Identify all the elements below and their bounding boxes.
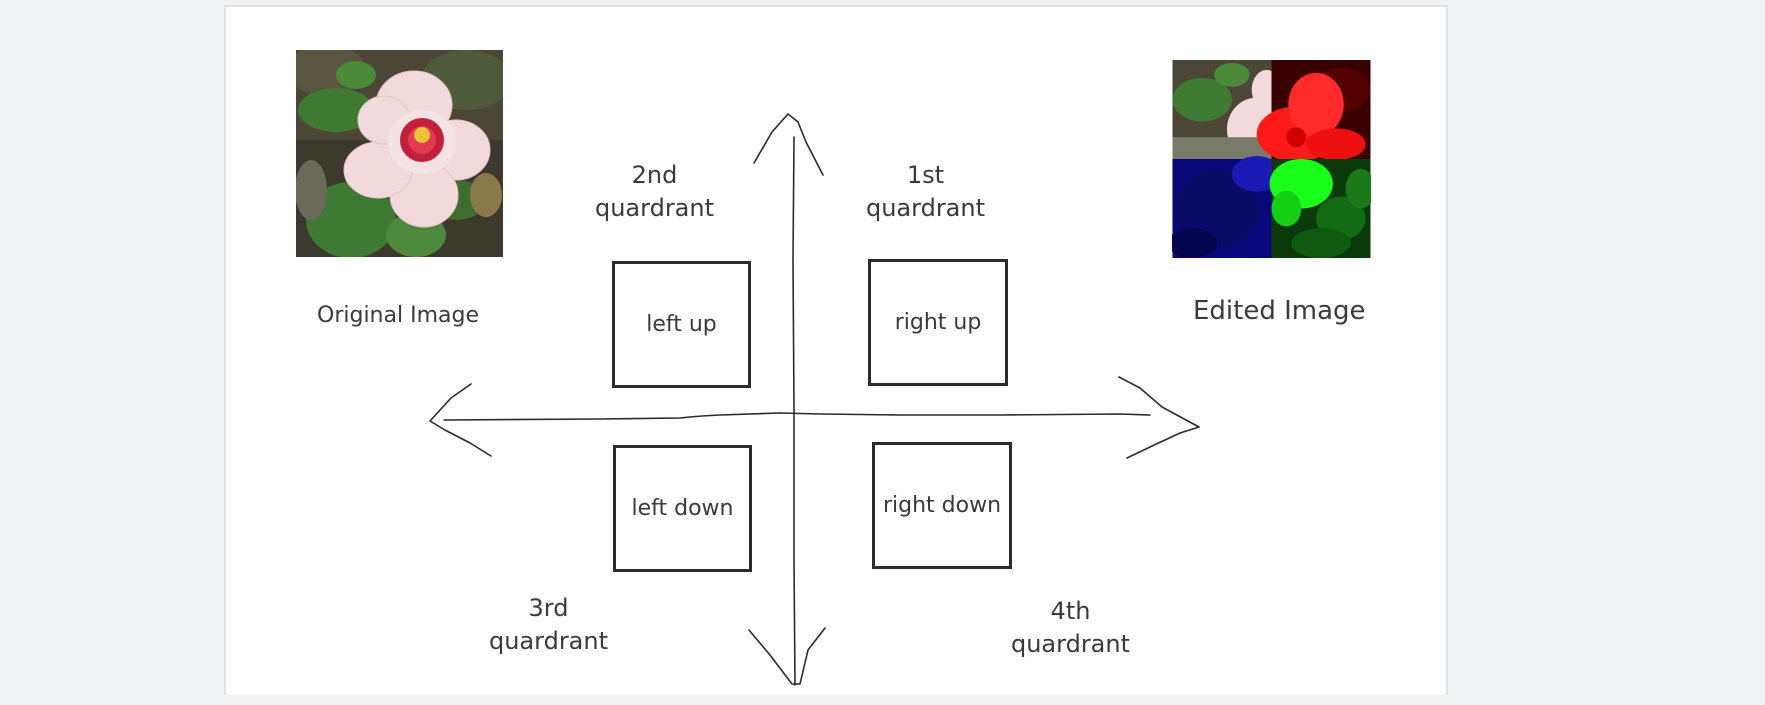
right-arrowhead <box>1118 376 1200 459</box>
quadrant-4-label-line2: quardrant <box>1010 630 1131 658</box>
original-image <box>296 50 503 257</box>
quadrant-2-label-line2: quardrant <box>594 194 715 222</box>
edited-flower-photo <box>1172 60 1371 258</box>
quadrant-4-label: 4th quardrant <box>998 595 1143 661</box>
box-right-up: right up <box>868 259 1008 386</box>
down-arrowhead <box>748 627 826 685</box>
horizontal-axis-line <box>443 412 1151 421</box>
edited-image <box>1172 60 1371 258</box>
edited-quadrant-green <box>1269 159 1371 258</box>
quadrant-4-label-line1: 4th <box>1050 597 1091 625</box>
edited-quadrant-red <box>1256 60 1371 162</box>
quadrant-3-label: 3rd quardrant <box>476 592 621 658</box>
left-arrowhead <box>429 383 492 457</box>
vertical-axis-line <box>792 136 796 686</box>
quadrant-3-label-line2: quardrant <box>488 627 609 655</box>
up-arrowhead <box>753 113 824 176</box>
original-image-caption: Original Image <box>317 303 479 328</box>
quadrant-1-label-line2: quardrant <box>865 194 986 222</box>
edited-quadrant-blue <box>1172 156 1282 258</box>
quadrant-2-label: 2nd quardrant <box>582 159 727 225</box>
quadrant-1-label: 1st quardrant <box>853 159 998 225</box>
box-left-down: left down <box>613 445 752 572</box>
quadrant-2-label-line1: 2nd <box>631 161 678 189</box>
flower-photo <box>296 50 503 257</box>
box-left-up: left up <box>612 261 751 388</box>
quadrant-1-label-line1: 1st <box>906 161 945 189</box>
box-right-down: right down <box>872 442 1012 569</box>
quadrant-3-label-line1: 3rd <box>528 594 569 622</box>
edited-image-caption: Edited Image <box>1193 296 1366 326</box>
